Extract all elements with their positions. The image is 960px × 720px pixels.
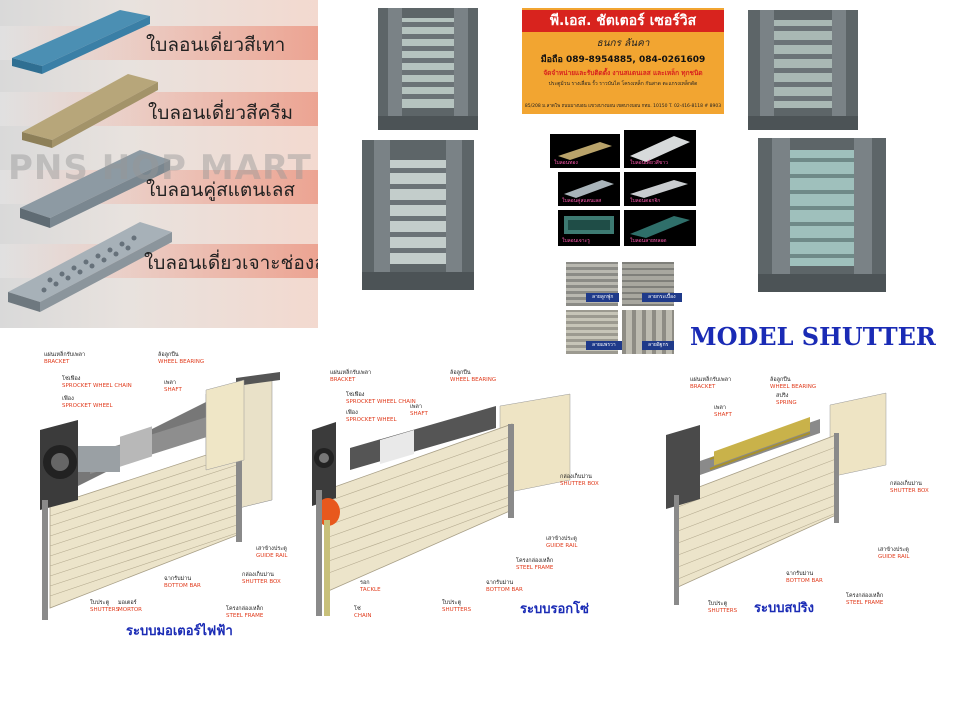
business-card: พี.เอส. ชัตเตอร์ เซอร์วิส ธนกร ลันคา มือ…	[522, 8, 724, 114]
pattern-label: ลายอิฐกร	[642, 341, 675, 350]
annotation-chain: โซ่CHAIN	[354, 606, 372, 619]
profile-thumbnail: ใบลอนทอง	[550, 134, 620, 168]
motor-system-title: ระบบมอเตอร์ไฟฟ้า	[126, 624, 233, 639]
shutter-photo	[758, 138, 886, 292]
chain-hoist-system-title: ระบบรอกโซ่	[520, 602, 589, 617]
phone-number: มือถือ 089-8954885, 084-0261609	[540, 55, 706, 65]
service-line-2: ประตูม้วน รางเลื่อน รั้ว ราวบันได โครงเห…	[548, 81, 698, 87]
shutter-photo-graphic	[758, 138, 886, 292]
shutter-photo-graphic	[748, 10, 858, 130]
profile-label-cream: ใบลอนเดี่ยวสีครีม	[148, 102, 294, 124]
annotation-shutters: ใบประตูSHUTTERS	[442, 600, 472, 613]
profile-thumbnail: ใบลอนลายหลอด	[624, 210, 696, 246]
annotation-guide-rail: เสาข้างประตูGUIDE RAIL	[546, 536, 578, 549]
shutter-photo	[362, 140, 474, 290]
annotation-guide-rail: เสาข้างประตูGUIDE RAIL	[878, 547, 910, 560]
motor-system-illustration	[40, 372, 280, 620]
profile-thumbnail: ใบลอนดอกจิก	[624, 172, 696, 206]
annotation-motor: มอเตอร์MORTOR	[118, 600, 143, 613]
thumbnail-label: ใบลอนดอกจิก	[630, 198, 661, 204]
model-shutter-heading: MODEL SHUTTER	[690, 322, 936, 351]
thumbnail-label: ใบลอนเดี่ยวสีขาว	[630, 160, 668, 166]
profile-stainless-double	[20, 150, 170, 228]
profile-thumbnail-grid: ใบลอนทอง ใบลอนเดี่ยวสีขาว ใบลอนคู่สแตนเล…	[548, 130, 698, 248]
thumbnail-label: ใบลอนทอง	[554, 160, 578, 166]
chain-hoist-illustration	[312, 393, 571, 616]
profile-perforated	[8, 222, 172, 312]
profiles-illustration	[8, 10, 172, 312]
annotation-shutters: ใบประตูSHUTTERS	[90, 600, 120, 613]
spring-system-illustration	[666, 392, 887, 605]
business-name: พี.เอส. ชัตเตอร์ เซอร์วิส	[522, 10, 724, 32]
profile-label-stainless: ใบลอนคู่สแตนเลส	[146, 179, 295, 201]
pattern-label: ลายลูกฟูก	[586, 293, 620, 302]
watermark-text: PNS HOP MART	[8, 148, 312, 188]
spring-system-title: ระบบสปริง	[754, 601, 814, 616]
pattern-tile: ลายแพรวา	[566, 310, 622, 354]
contact-person: ธนกร ลันคา	[596, 38, 650, 49]
business-address: 85/208 ม.ลาดโพ ถนนบางบอน แขวงบางบอน เขตบ…	[524, 104, 722, 109]
shutter-photo	[378, 8, 478, 130]
pattern-label: ลายกระเบื้อง	[642, 293, 682, 302]
profile-thumbnail: ใบลอนคู่สแตนเลส	[558, 172, 620, 206]
shutter-photo-graphic	[362, 140, 474, 290]
annotation-shutters: ใบประตูSHUTTERS	[708, 601, 738, 614]
pattern-tile: ลายกระเบื้อง	[622, 262, 682, 306]
shutter-photo-graphic	[378, 8, 478, 130]
thumbnail-label: ใบลอนเจาะรู	[562, 238, 590, 244]
profile-cream-single	[22, 74, 158, 148]
profiles-panel: PNS HOP MART ใบลอนเดี่ยวสีเทา ใบลอนเดี่ย…	[0, 0, 318, 328]
shutter-photo	[748, 10, 858, 130]
pattern-tile: ลายลูกฟูก	[566, 262, 620, 306]
thumbnail-label: ใบลอนลายหลอด	[630, 238, 667, 244]
profile-thumbnail: ใบลอนเจาะรู	[558, 210, 620, 246]
profile-thumbnail: ใบลอนเดี่ยวสีขาว	[624, 130, 696, 168]
service-line-1: จัดจำหน่ายและรับติดตั้ง งานสแตนเลส และเห…	[543, 69, 703, 77]
profile-grey-single	[12, 10, 150, 74]
pattern-label: ลายแพรวา	[586, 341, 622, 350]
thumbnail-label: ใบลอนคู่สแตนเลส	[562, 198, 602, 204]
annotation-guide-rail: เสาข้างประตูGUIDE RAIL	[256, 546, 288, 559]
profile-label-perforated: ใบลอนเดี่ยวเจาะช่องลม	[144, 252, 318, 274]
profile-label-grey: ใบลอนเดี่ยวสีเทา	[146, 34, 286, 56]
pattern-tile: ลายอิฐกร	[622, 310, 675, 354]
